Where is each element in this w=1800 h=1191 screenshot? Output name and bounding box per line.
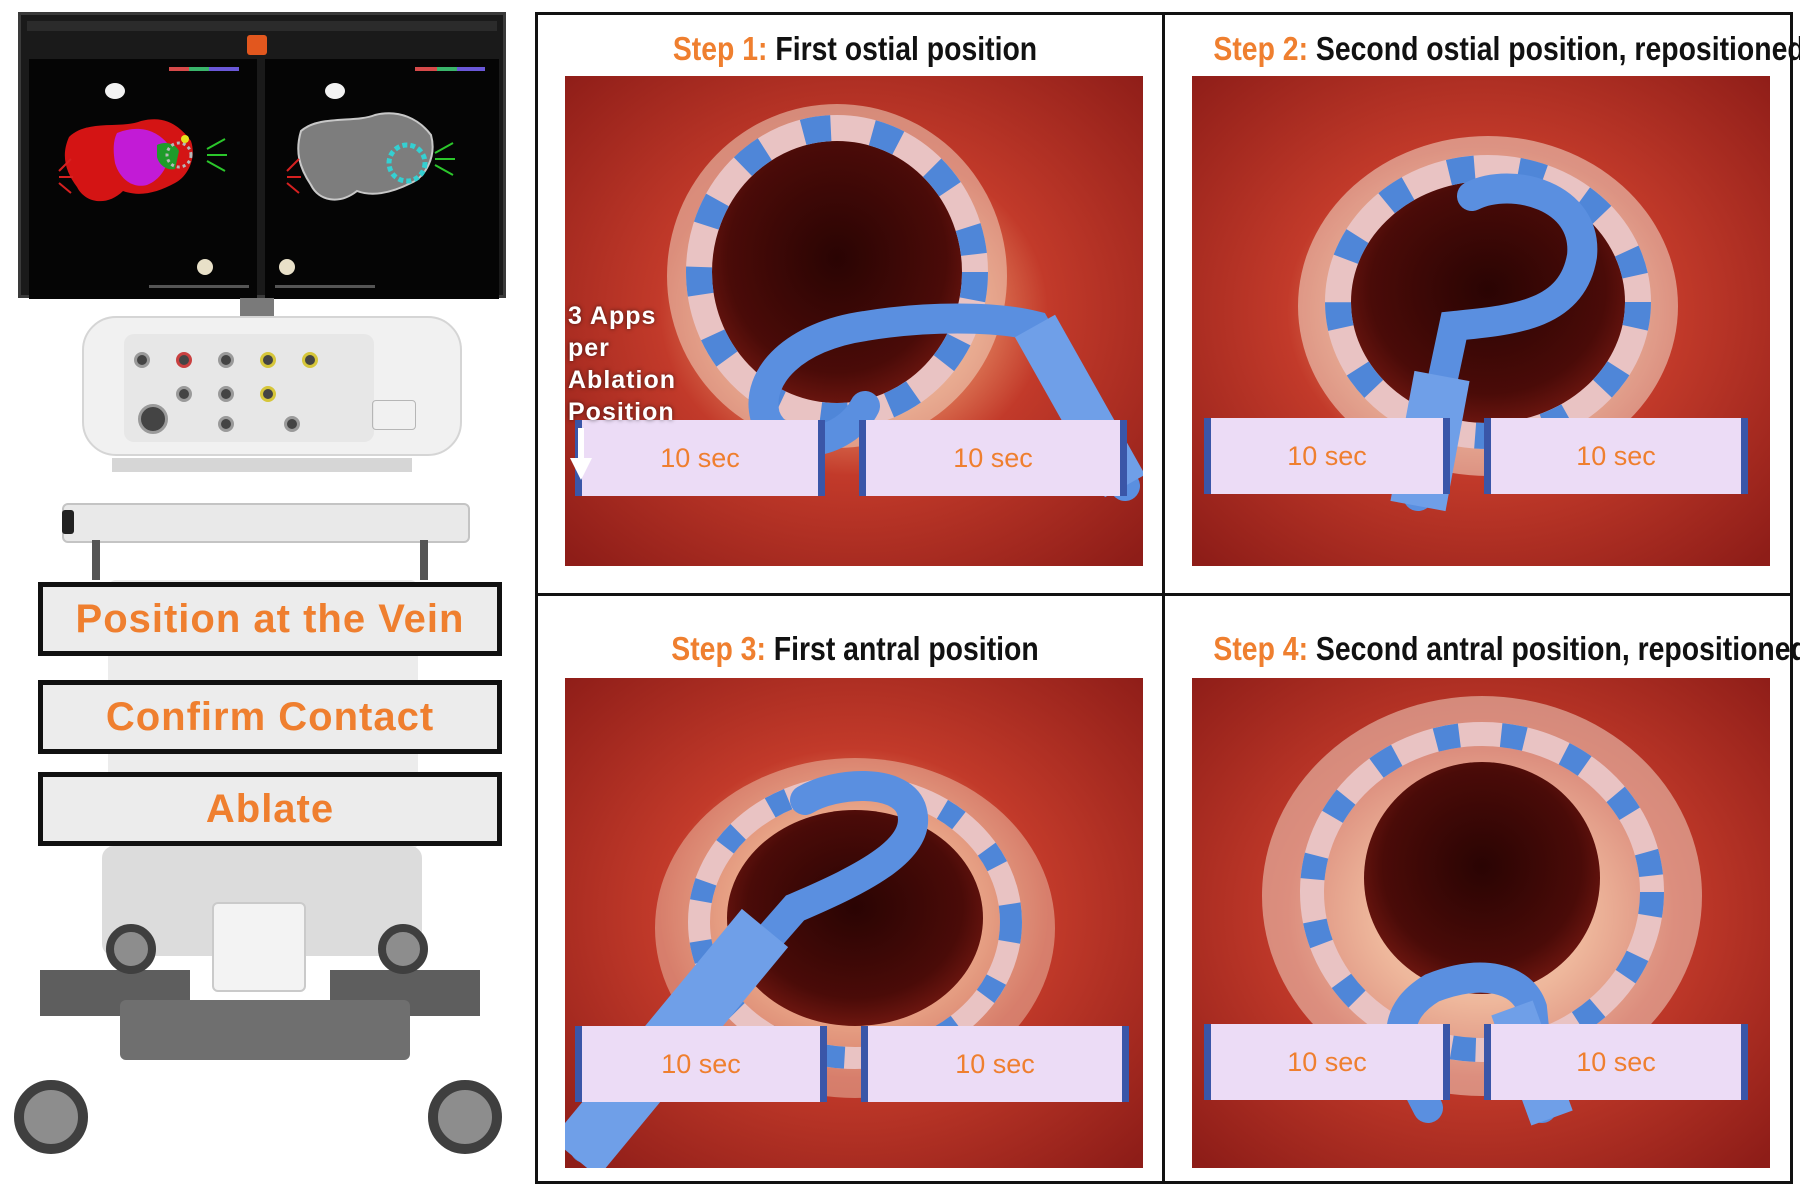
monitor-stand (240, 298, 274, 316)
ecg-port (284, 416, 300, 432)
cart-shelf (112, 458, 412, 472)
connector-port (260, 386, 276, 402)
cart-post (420, 540, 428, 580)
step-3-description: First antral position (773, 630, 1039, 667)
step-4-timer-2: 10 sec (1484, 1024, 1748, 1100)
cart-post (92, 540, 100, 580)
step-2-timer-1: 10 sec (1204, 418, 1450, 494)
step-4-title: Step 4: Second antral position, repositi… (1213, 630, 1800, 668)
connector-port (218, 352, 234, 368)
apps-per-position-note: 3 Apps per Ablation Position (568, 300, 708, 428)
patient-interface-unit (212, 902, 306, 992)
step-4-number: Step 4: (1213, 630, 1309, 667)
step-4-timer-1: 10 sec (1204, 1024, 1450, 1100)
monitor-toolbar-icon (247, 35, 267, 55)
cart-wheel (428, 1080, 502, 1154)
monitor-menu-bar (27, 21, 497, 31)
mapping-system-cart: Position at the Vein Confirm Contact Abl… (0, 0, 520, 1191)
step-1-timer-2: 10 sec (859, 420, 1127, 496)
cart-wheel (106, 924, 156, 974)
connector-port (260, 352, 276, 368)
ultrasound-port (218, 416, 234, 432)
apps-note-line: per (568, 334, 610, 362)
connector-port (134, 352, 150, 368)
apps-note-line: 3 Apps (568, 302, 657, 330)
cart-wheel (14, 1080, 88, 1154)
step-1-description: First ostial position (775, 30, 1038, 67)
carto-console (82, 316, 462, 456)
step-2-panel: Step 2: Second ostial position, repositi… (1170, 16, 1800, 586)
connector-port (218, 386, 234, 402)
step-1-number: Step 1: (672, 30, 768, 67)
position-at-vein-label: Position at the Vein (38, 582, 502, 656)
step-3-number: Step 3: (671, 630, 766, 667)
cart-handle (62, 510, 74, 534)
step-1-panel: Step 1: First ostial position 10 sec 10 … (545, 16, 1165, 586)
step-2-title: Step 2: Second ostial position, repositi… (1213, 30, 1800, 68)
ablate-label: Ablate (38, 772, 502, 846)
down-arrow-icon (570, 428, 592, 480)
step-1-timer-1: 10 sec (575, 420, 825, 496)
step-3-panel: Step 3: First antral position 10 sec 10 … (545, 616, 1165, 1186)
panel-divider-horizontal (535, 593, 1793, 596)
step-2-number: Step 2: (1213, 30, 1309, 67)
step-3-timer-2: 10 sec (861, 1026, 1129, 1102)
step-2-description: Second ostial position, repositioned (1315, 30, 1800, 67)
step-1-title: Step 1: First ostial position (588, 30, 1121, 68)
panel-divider-vertical (1162, 12, 1165, 1184)
activation-map-graphic (58, 67, 249, 288)
confirm-contact-label: Confirm Contact (38, 680, 502, 754)
connector-panel (124, 334, 374, 442)
console-logo-plate (372, 400, 416, 430)
step-2-timer-2: 10 sec (1484, 418, 1748, 494)
step-3-title: Step 3: First antral position (588, 630, 1121, 668)
cart-deck (120, 1000, 410, 1060)
step-3-timer-1: 10 sec (575, 1026, 827, 1102)
patch-connector (138, 404, 168, 434)
catheter-map-graphic (275, 67, 485, 288)
mapping-monitor (18, 12, 506, 299)
step-4-description: Second antral position, repositioned (1315, 630, 1800, 667)
step-4-panel: Step 4: Second antral position, repositi… (1170, 616, 1800, 1186)
apps-note-line: Ablation (568, 366, 676, 394)
connector-port (176, 386, 192, 402)
connector-port (302, 352, 318, 368)
activation-map-pane (29, 59, 257, 299)
apps-note-line: Position (568, 398, 675, 426)
cart-wheel (378, 924, 428, 974)
catheter-map-pane (265, 59, 499, 299)
connector-port (176, 352, 192, 368)
cart-tray (62, 503, 470, 543)
